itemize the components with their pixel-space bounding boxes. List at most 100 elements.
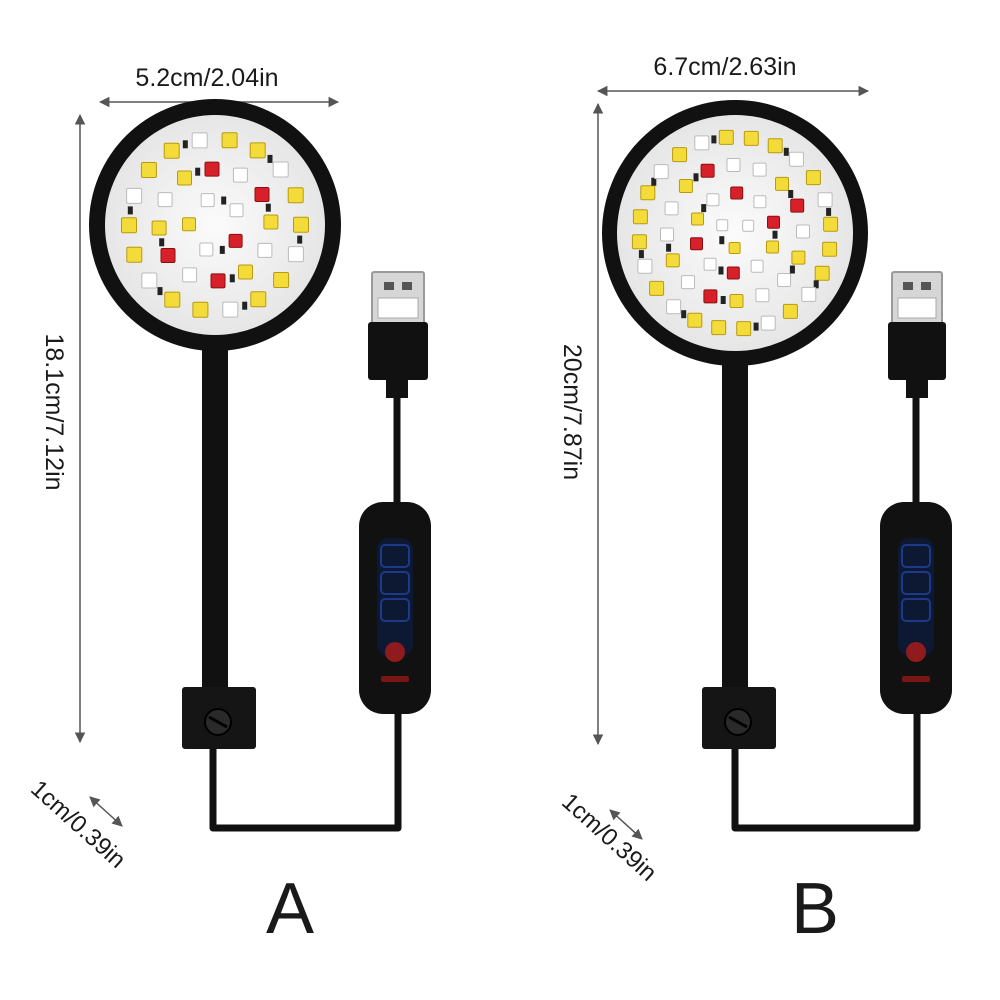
- led-chip-icon: [817, 192, 833, 208]
- led-chip-icon: [672, 147, 688, 163]
- led-chip-icon: [801, 286, 817, 302]
- resistor-mark: [826, 207, 832, 216]
- led-chip-icon: [753, 195, 767, 209]
- led-chip-icon: [238, 264, 253, 280]
- led-chip-icon: [690, 237, 703, 251]
- led-chip-icon: [221, 132, 238, 149]
- resistor-mark: [195, 167, 201, 176]
- screw-slot-b: [728, 715, 748, 729]
- led-chip-icon: [726, 266, 740, 280]
- led-chip-icon: [730, 186, 744, 200]
- led-chip-icon: [631, 234, 647, 250]
- resistor-mark: [711, 135, 717, 144]
- led-chip-icon: [805, 170, 821, 186]
- led-chip-icon: [729, 294, 744, 308]
- led-chip-icon: [788, 151, 804, 167]
- led-chip-icon: [222, 301, 239, 318]
- led-array-b: [631, 129, 839, 337]
- head-width-label-b: 6.7cm/2.63in: [653, 53, 796, 81]
- usb-cable-b: [731, 712, 921, 832]
- led-chip-icon: [163, 142, 180, 159]
- resistor-mark: [267, 154, 273, 163]
- resistor-mark: [666, 243, 672, 252]
- resistor-mark: [788, 190, 794, 198]
- clip-size-line-b: [609, 809, 643, 840]
- led-chip-icon: [716, 219, 729, 232]
- resistor-mark: [720, 296, 726, 304]
- led-chip-icon: [691, 212, 704, 226]
- led-chip-icon: [752, 162, 767, 177]
- led-chip-icon: [249, 142, 266, 159]
- led-chip-icon: [703, 289, 718, 304]
- led-chip-icon: [660, 227, 674, 242]
- resistor-mark: [221, 196, 227, 205]
- led-chip-icon: [666, 299, 682, 315]
- led-chip-icon: [200, 193, 215, 208]
- gooseneck-b: [722, 340, 748, 692]
- led-chip-icon: [823, 216, 839, 232]
- led-chip-icon: [287, 246, 304, 263]
- variant-label-a: A: [266, 869, 314, 949]
- clip-size-label-b: 1cm/0.39in: [556, 788, 661, 887]
- usb-cable-a: [209, 712, 402, 832]
- led-chip-icon: [210, 273, 226, 289]
- led-chip-icon: [121, 217, 137, 234]
- led-chip-icon: [743, 130, 759, 146]
- led-chip-icon: [694, 135, 710, 151]
- resistor-mark: [718, 266, 724, 275]
- led-chip-icon: [767, 215, 780, 229]
- led-chip-icon: [632, 209, 648, 225]
- led-chip-icon: [814, 265, 830, 281]
- led-chip-icon: [192, 301, 209, 318]
- led-chip-icon: [653, 164, 669, 180]
- resistor-mark: [772, 230, 778, 239]
- led-chip-icon: [678, 179, 693, 193]
- total-height-label-b: 20cm/7.87in: [558, 344, 586, 480]
- led-chip-icon: [728, 242, 741, 254]
- led-chip-icon: [822, 241, 838, 257]
- led-chip-icon: [687, 312, 703, 328]
- led-chip-icon: [228, 233, 243, 248]
- usb-plug-icon: [368, 271, 428, 398]
- total-height-label-a: 18.1cm/7.12in: [40, 333, 68, 490]
- led-chip-icon: [191, 132, 208, 149]
- led-chip-icon: [160, 248, 176, 263]
- resistor-mark: [219, 245, 225, 254]
- usb-plug-icon: [888, 271, 946, 398]
- led-board-a: [105, 115, 325, 335]
- led-chip-icon: [703, 257, 717, 271]
- resistor-mark: [719, 236, 725, 245]
- led-chip-icon: [182, 217, 196, 232]
- led-chip-icon: [760, 315, 776, 331]
- led-chip-icon: [293, 216, 309, 233]
- led-chip-icon: [775, 176, 789, 191]
- led-chip-icon: [126, 246, 143, 263]
- resistor-mark: [813, 280, 819, 289]
- led-chip-icon: [750, 259, 764, 273]
- head-width-label-a: 5.2cm/2.04in: [135, 64, 278, 92]
- led-chip-icon: [766, 240, 779, 254]
- inline-switch-icon: [880, 502, 952, 714]
- resistor-mark: [242, 301, 248, 310]
- led-chip-icon: [182, 267, 198, 283]
- led-chip-icon: [791, 250, 806, 265]
- led-chip-icon: [250, 291, 267, 308]
- led-chip-icon: [229, 203, 244, 218]
- led-chip-icon: [790, 198, 805, 213]
- led-chip-icon: [711, 320, 727, 336]
- led-chip-icon: [272, 161, 289, 178]
- led-chip-icon: [664, 201, 679, 216]
- led-chip-icon: [151, 220, 167, 236]
- led-chip-icon: [637, 258, 653, 274]
- product-b: 6.7cm/2.63in 20cm/7.87in: [556, 53, 952, 949]
- resistor-mark: [701, 204, 707, 213]
- resistor-mark: [681, 310, 687, 319]
- clip-size-line-a: [89, 796, 123, 827]
- led-chip-icon: [767, 138, 783, 154]
- resistor-mark: [265, 203, 271, 212]
- inline-switch-icon: [359, 502, 431, 714]
- led-chip-icon: [157, 192, 173, 208]
- led-chip-icon: [777, 273, 792, 287]
- led-chip-icon: [177, 170, 192, 186]
- resistor-mark: [159, 238, 165, 247]
